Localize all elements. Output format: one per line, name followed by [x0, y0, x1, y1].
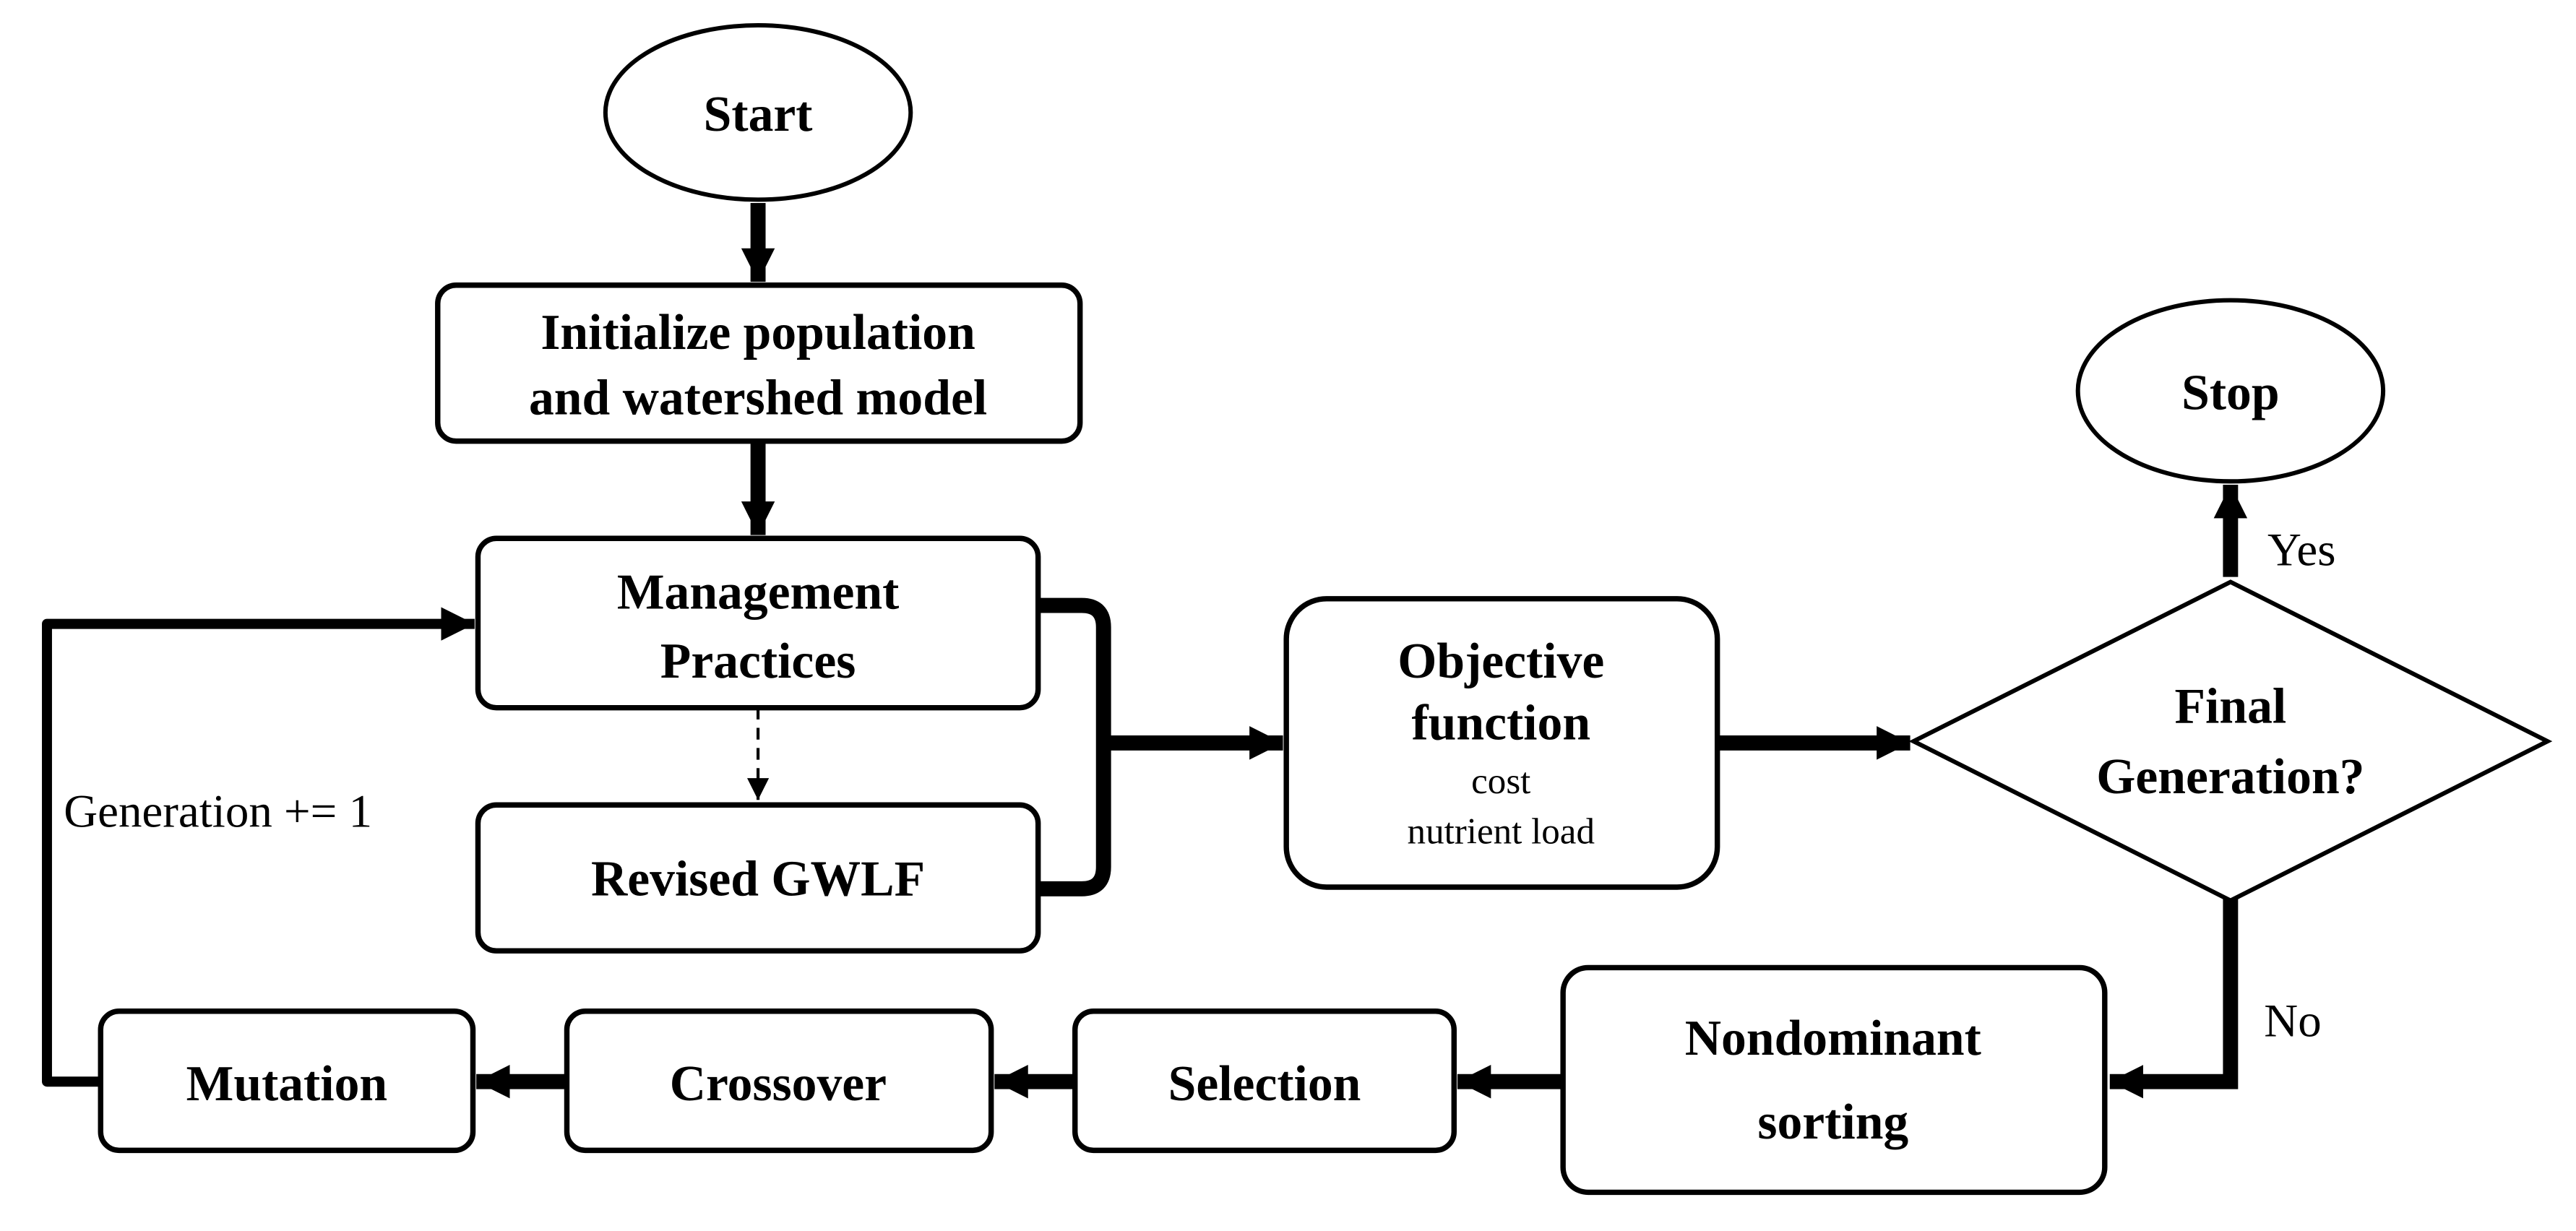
- initialize-label-line1: Initialize population: [540, 305, 975, 360]
- management-label-line1: Management: [617, 565, 899, 621]
- edge-decision-to-nondominant-no: [2109, 895, 2239, 1099]
- connector-merge-bracket: [1038, 597, 1111, 897]
- management-practices-box: [475, 535, 1041, 711]
- node-revised-gwlf: Revised GWLF: [475, 802, 1041, 954]
- initialize-label-line2: and watershed model: [529, 370, 987, 426]
- crossover-box: [564, 1008, 994, 1154]
- start-ellipse: [603, 23, 913, 202]
- mutation-label: Mutation: [186, 1056, 387, 1112]
- nondominant-label-line2: sorting: [1757, 1094, 1908, 1150]
- node-crossover: Crossover: [564, 1008, 994, 1154]
- revised-gwlf-box: [475, 802, 1041, 954]
- node-selection: Selection: [1072, 1008, 1457, 1154]
- yes-edge-label: Yes: [2267, 524, 2336, 576]
- node-nondominant-sorting: Nondominant sorting: [1560, 964, 2108, 1196]
- final-generation-diamond: [1908, 579, 2553, 903]
- selection-label: Selection: [1168, 1056, 1361, 1112]
- objective-function-box: [1283, 596, 1720, 890]
- nondominant-sorting-box: [1560, 964, 2108, 1196]
- initialize-box: [435, 282, 1083, 444]
- final-generation-label-line1: Final: [2175, 679, 2287, 735]
- final-generation-label-line2: Generation?: [2096, 749, 2364, 805]
- nondominant-label-line1: Nondominant: [1685, 1011, 1981, 1066]
- generation-increment-label: Generation += 1: [64, 785, 372, 837]
- mutation-box: [98, 1008, 476, 1154]
- objective-label-line2: function: [1411, 696, 1590, 751]
- node-objective-function: Objective function cost nutrient load: [1283, 596, 1720, 890]
- node-final-generation-decision: Final Generation?: [1908, 579, 2553, 903]
- node-initialize: Initialize population and watershed mode…: [435, 282, 1083, 444]
- node-stop: Stop: [2075, 298, 2386, 484]
- crossover-label: Crossover: [670, 1056, 887, 1112]
- stop-label: Stop: [2181, 366, 2279, 421]
- edge-mutation-loopback-to-management: [42, 607, 475, 1087]
- stop-ellipse: [2075, 298, 2386, 484]
- management-label-line2: Practices: [660, 634, 856, 689]
- objective-detail-cost: cost: [1471, 761, 1530, 802]
- node-management-practices: Management Practices: [475, 535, 1041, 711]
- objective-detail-nutrient-load: nutrient load: [1408, 811, 1595, 852]
- node-mutation: Mutation: [98, 1008, 476, 1154]
- revised-gwlf-label: Revised GWLF: [591, 852, 925, 907]
- no-edge-label: No: [2264, 995, 2321, 1048]
- objective-label-line1: Objective: [1397, 634, 1604, 689]
- selection-box: [1072, 1008, 1457, 1154]
- node-start: Start: [603, 23, 913, 202]
- start-label: Start: [704, 87, 813, 142]
